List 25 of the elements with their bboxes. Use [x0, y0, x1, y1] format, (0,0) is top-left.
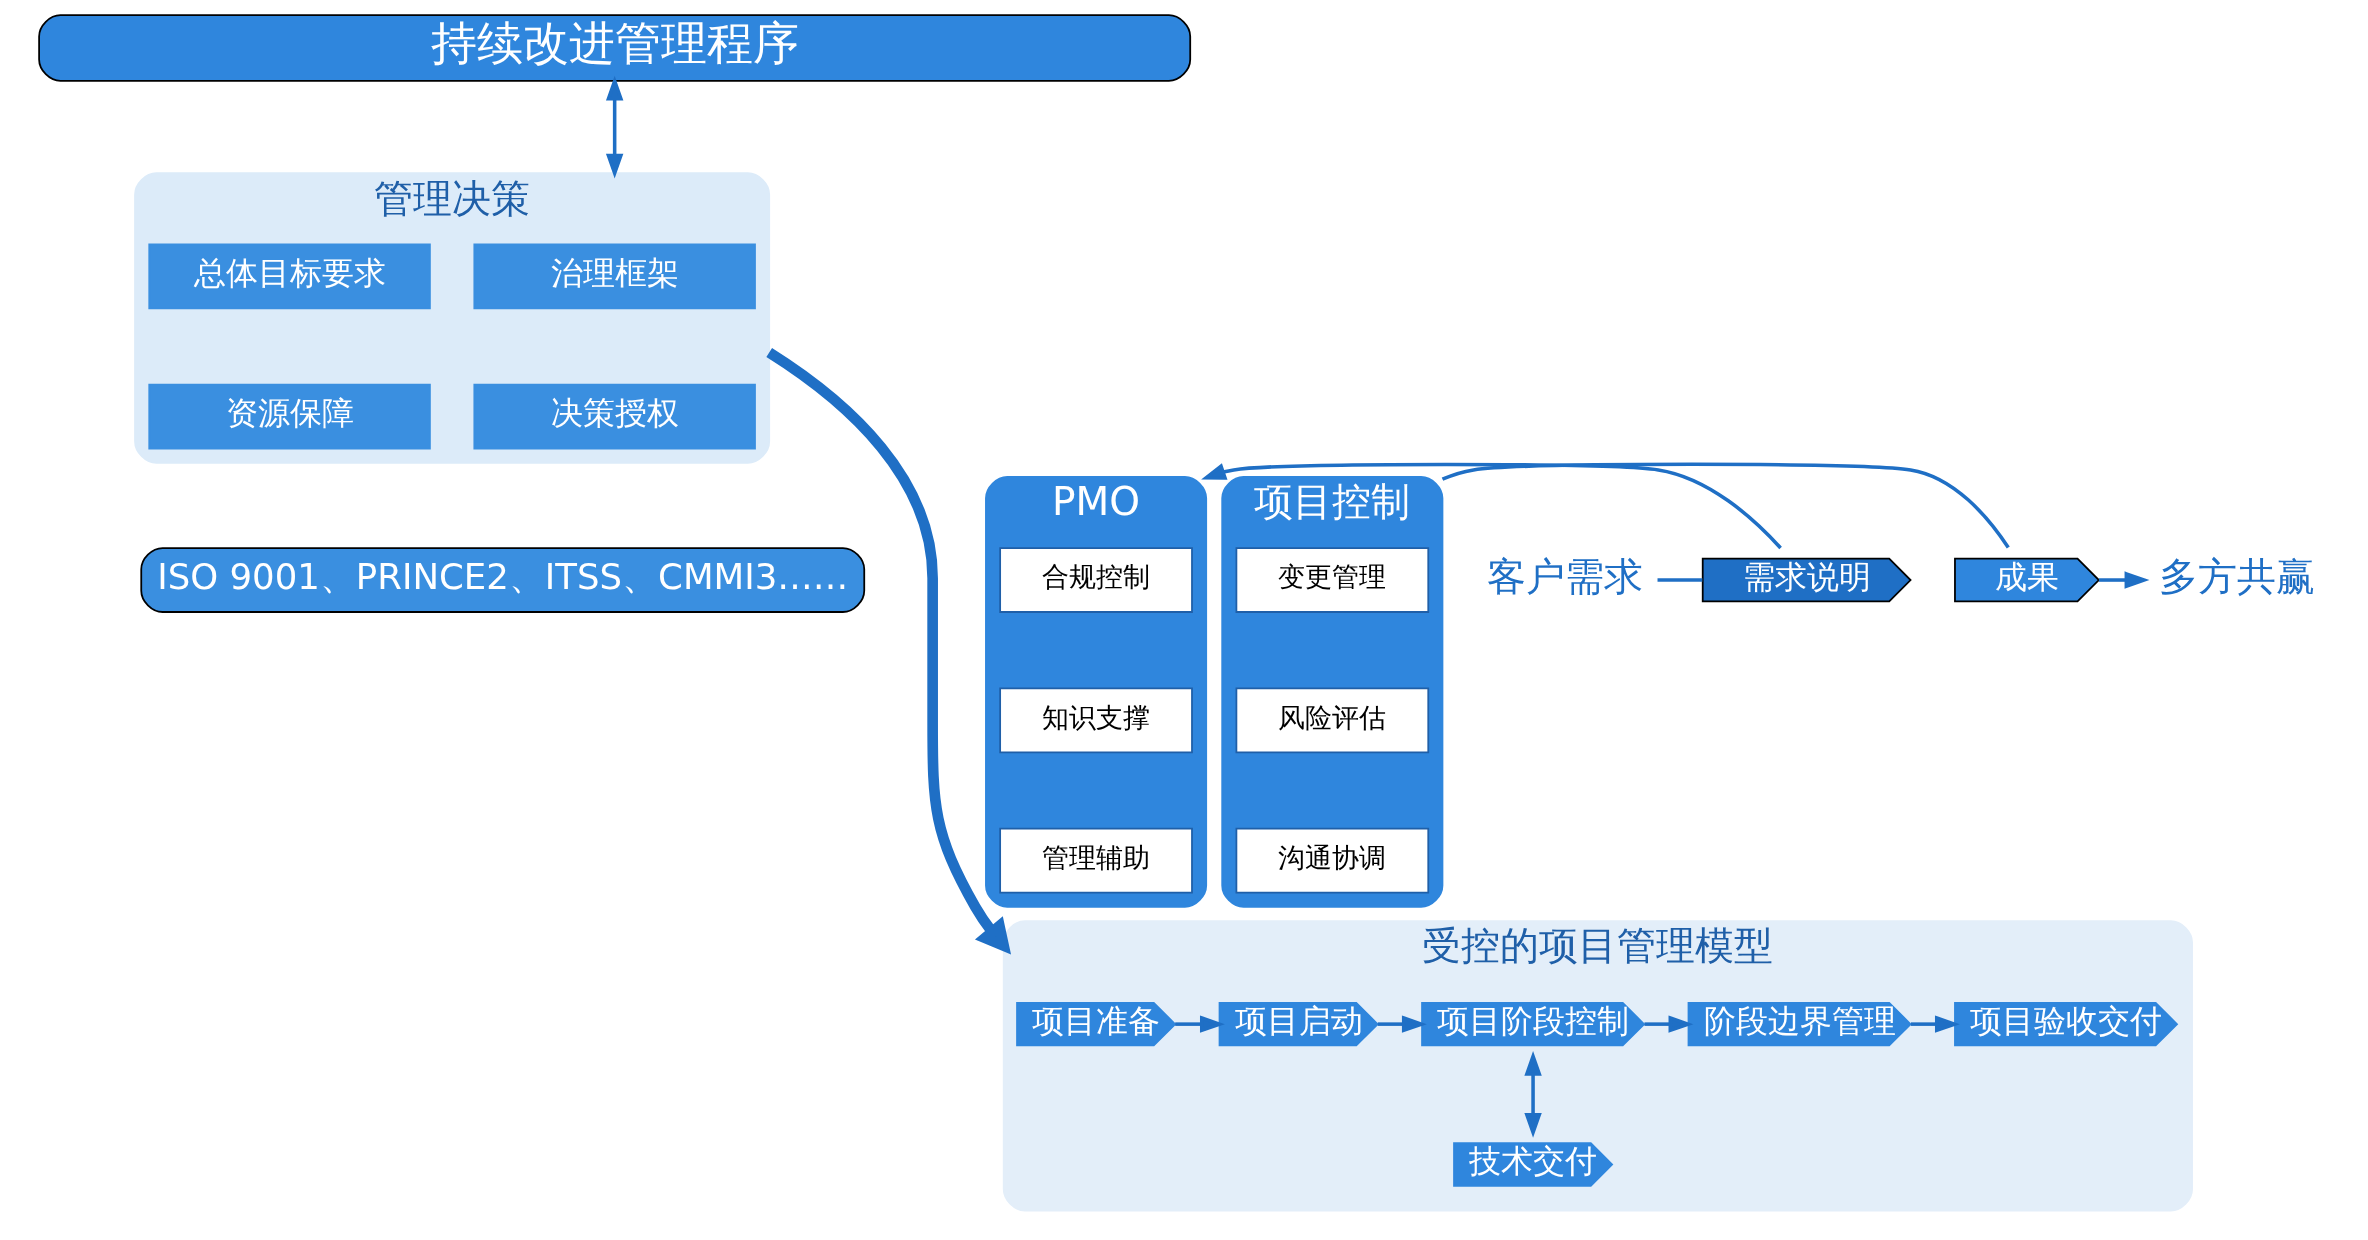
arrow	[1524, 1050, 1542, 1138]
node-text: 多方共赢	[2158, 553, 2315, 599]
arrow	[1910, 1015, 1960, 1033]
node-box: 沟通协调	[1235, 827, 1430, 894]
node-box: 知识支撑	[999, 687, 1193, 754]
arrow	[1201, 462, 1782, 550]
node-box: 资源保障	[148, 383, 431, 450]
node-box: 变更管理	[1235, 547, 1430, 613]
node-box: 决策授权	[473, 383, 756, 450]
connector	[1441, 462, 2010, 549]
arrow	[766, 348, 1012, 955]
arrow	[1644, 1015, 1694, 1033]
connector	[1657, 578, 1703, 582]
arrow	[2098, 571, 2150, 589]
node-box: 合规控制	[999, 547, 1193, 613]
node-box: ISO 9001、PRINCE2、ITSS、CMMI3……	[140, 547, 866, 613]
node-box: 风险评估	[1235, 687, 1430, 754]
node-box: 治理框架	[473, 243, 756, 310]
node-box: 管理辅助	[999, 827, 1193, 894]
node-box: 总体目标要求	[148, 243, 431, 310]
arrow	[1175, 1015, 1225, 1033]
node-box: 持续改进管理程序	[38, 14, 1192, 82]
node-text: 客户需求	[1487, 553, 1644, 599]
arrow	[1377, 1015, 1427, 1033]
arrow	[605, 75, 624, 179]
